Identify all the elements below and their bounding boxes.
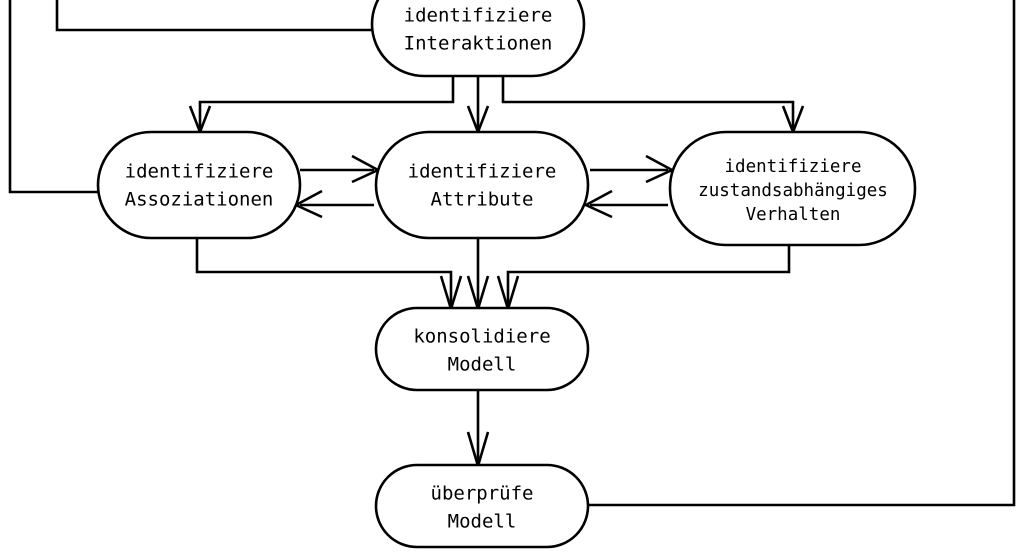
node-label-ueberpruefe-line2: Modell bbox=[448, 511, 517, 533]
node-label-assoziationen-line1: identifiziere bbox=[125, 161, 274, 183]
node-shape-verhalten bbox=[668, 130, 917, 247]
node-label-attribute-line1: identifiziere bbox=[408, 161, 557, 183]
edge-verhalten-to-konsolidiere bbox=[506, 245, 791, 305]
node-identifiziere-zustandsabhaengiges-verhalten[interactable]: identifiziere zustandsabhängiges Verhalt… bbox=[668, 130, 917, 247]
node-shape-interaktionen bbox=[370, 0, 586, 78]
node-label-verhalten-line2: zustandsabhängiges bbox=[698, 181, 888, 201]
node-ueberpruefe-modell[interactable]: überprüfe Modell bbox=[374, 463, 590, 549]
node-label-attribute-line2: Attribute bbox=[431, 189, 534, 211]
edge-offpage-left-to-interaktionen bbox=[55, 0, 372, 32]
node-label-konsolidiere-line1: konsolidiere bbox=[413, 326, 550, 348]
node-konsolidiere-modell[interactable]: konsolidiere Modell bbox=[374, 306, 590, 392]
edge-assoziationen-to-konsolidiere bbox=[195, 238, 453, 305]
arrowhead-verhalten-to-attribute bbox=[583, 189, 613, 219]
node-shape-konsolidiere bbox=[374, 306, 590, 392]
node-label-verhalten-line1: identifiziere bbox=[725, 157, 862, 177]
edge-interaktionen-to-assoziationen bbox=[198, 76, 455, 128]
node-identifiziere-attribute[interactable]: identifiziere Attribute bbox=[374, 130, 590, 240]
node-label-interaktionen-line1: identifiziere bbox=[404, 5, 553, 27]
node-identifiziere-assoziationen[interactable]: identifiziere Assoziationen bbox=[96, 130, 302, 240]
node-shape-assoziationen bbox=[96, 130, 302, 240]
node-label-assoziationen-line2: Assoziationen bbox=[125, 189, 274, 211]
node-label-ueberpruefe-line1: überprüfe bbox=[431, 483, 534, 505]
node-shape-ueberpruefe bbox=[374, 463, 590, 549]
edge-ueberpruefe-feedback-right bbox=[586, 0, 1016, 507]
edge-interaktionen-to-verhalten bbox=[501, 76, 795, 128]
edge-offpage-left-to-assoziationen bbox=[8, 0, 108, 194]
node-identifiziere-interaktionen[interactable]: identifiziere Interaktionen bbox=[370, 0, 586, 78]
node-shape-attribute bbox=[374, 130, 590, 240]
node-label-interaktionen-line2: Interaktionen bbox=[404, 33, 553, 55]
node-label-verhalten-line3: Verhalten bbox=[746, 205, 841, 225]
node-label-konsolidiere-line2: Modell bbox=[448, 354, 517, 376]
